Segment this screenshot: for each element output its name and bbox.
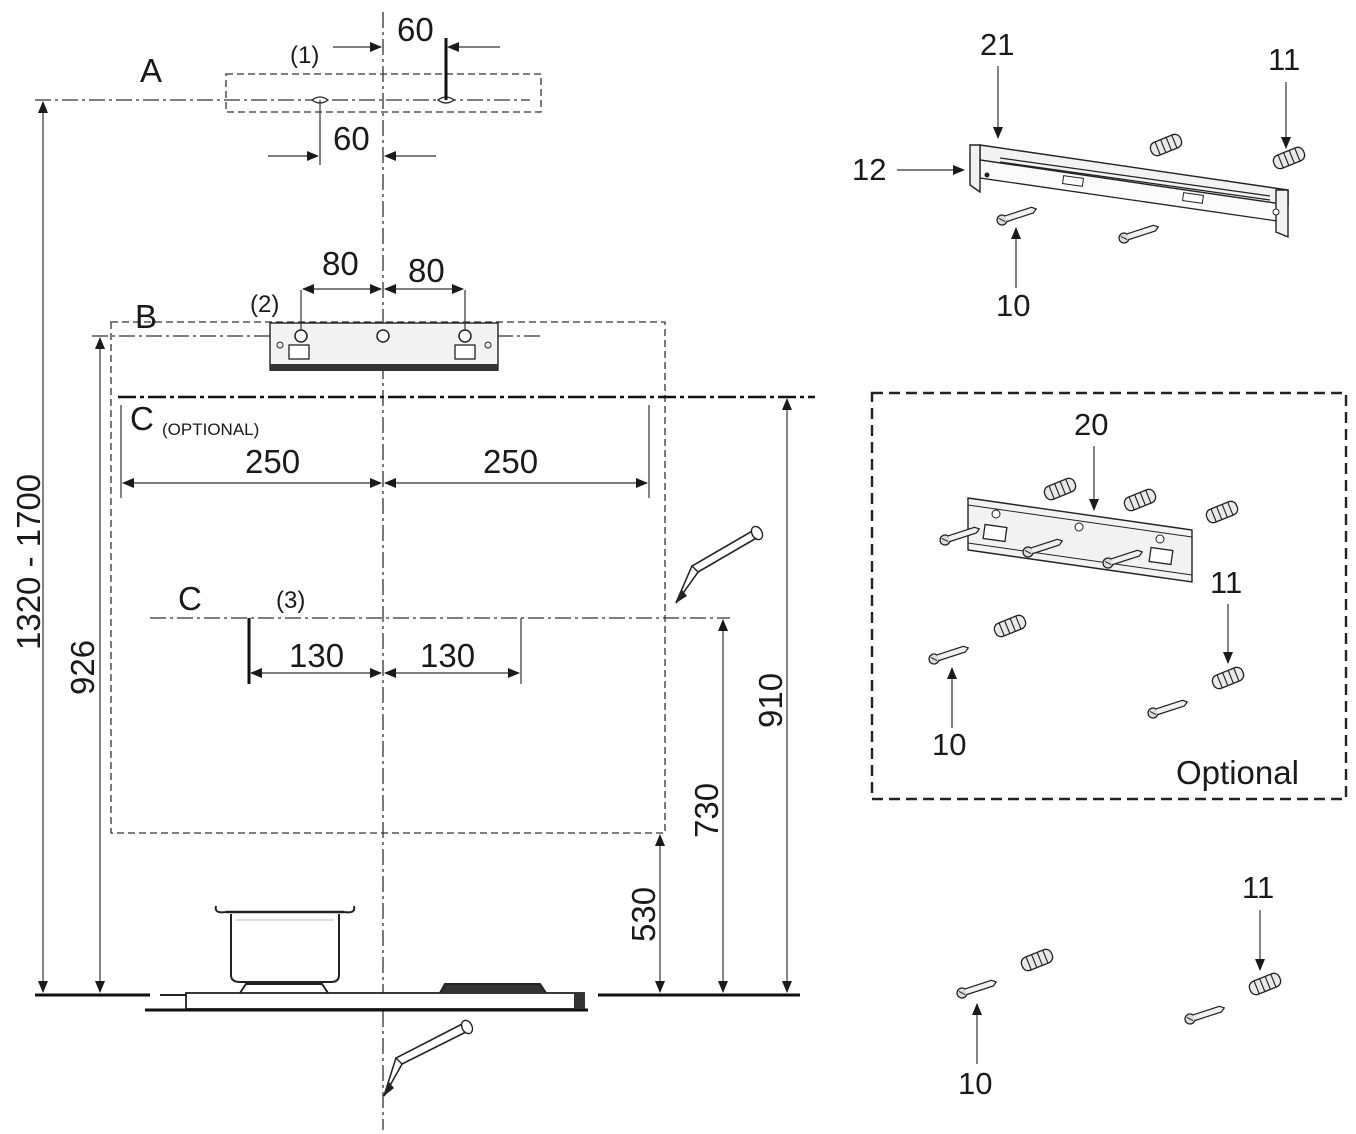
wall-layout-drawing: A (1) 60 60 1320 - 1700 B ( [10,11,815,1130]
wall-plug-icon [1121,486,1159,514]
section-b: B (2) 80 80 [92,245,666,834]
wall-plug-icon [1018,946,1056,974]
optional-label: Optional [1176,754,1299,791]
dim-total-height: 1320 - 1700 [10,101,48,993]
kit-bracket-21: 21 11 12 10 [852,27,1308,323]
dim-910: 910 [752,398,792,993]
callout-21: 21 [980,27,1014,62]
pencil-icon [675,525,764,604]
dim-a-right: 60 [397,11,434,48]
label-p3: (3) [276,587,305,614]
label-c-optional: C [130,400,154,437]
dim-copt-left: 250 [245,443,300,480]
dim-b-left: 80 [322,245,359,282]
hood-outline [110,321,666,834]
label-a: A [140,52,162,89]
screw-icon [1183,1002,1227,1026]
wall-bracket-icon [967,497,1193,583]
screw-icon [955,976,999,1000]
dim-910-text: 910 [752,673,789,728]
dim-copt-right: 250 [483,443,538,480]
hood-top-outline [225,73,542,113]
dim-530-text: 530 [625,887,662,942]
wall-bracket-icon [969,144,1289,239]
cooking-pot-icon [214,905,356,983]
wall-plug-icon [991,612,1029,640]
dim-c-right: 130 [420,637,475,674]
dim-926: 926 [64,337,105,993]
wall-plug-icon [1041,475,1079,503]
wall-plug-icon [1270,144,1308,172]
dim-926-text: 926 [64,640,101,695]
dim-730-text: 730 [688,783,725,838]
label-b: B [135,298,157,335]
callout-12: 12 [852,152,886,187]
dim-total-height-text: 1320 - 1700 [10,474,47,650]
wall-plug-icon [1203,498,1241,526]
hob-icon [145,983,588,1012]
wall-plug-icon [1209,664,1247,692]
dim-b-right: 80 [408,252,445,289]
callout-11-bot: 11 [1242,870,1274,905]
screw-icon [927,642,971,666]
wall-plug-icon [1246,970,1284,998]
callout-11-top: 11 [1268,42,1300,77]
callout-10-mid: 10 [932,727,966,762]
dim-c-left: 130 [289,637,344,674]
label-c-optional-note: (OPTIONAL) [162,420,259,439]
callout-10-bot: 10 [958,1066,992,1101]
kit-bracket-20-optional: 20 11 10 Optional [870,391,1348,801]
section-a: A (1) 60 60 [35,11,542,165]
dim-730: 730 [688,619,728,993]
screw-icon [1117,221,1161,245]
wall-plug-icon [1147,131,1185,159]
callout-11-mid: 11 [1210,565,1242,600]
dim-a-left: 60 [333,120,370,157]
kit-fixings: 11 10 [955,870,1284,1101]
section-c: C (3) 130 130 [150,580,730,684]
optional-box [870,391,1348,801]
callout-10-top: 10 [996,288,1030,323]
wall-bracket-icon [269,322,499,371]
section-c-optional: C (OPTIONAL) 250 250 [118,395,815,498]
screw-icon [995,203,1039,227]
screw-icon [1146,696,1190,720]
dim-530: 530 [625,834,665,993]
label-p1: (1) [290,42,319,69]
callout-20: 20 [1074,407,1108,442]
pencil-icon [383,1019,474,1097]
label-p2: (2) [250,291,279,318]
label-c: C [178,580,202,617]
